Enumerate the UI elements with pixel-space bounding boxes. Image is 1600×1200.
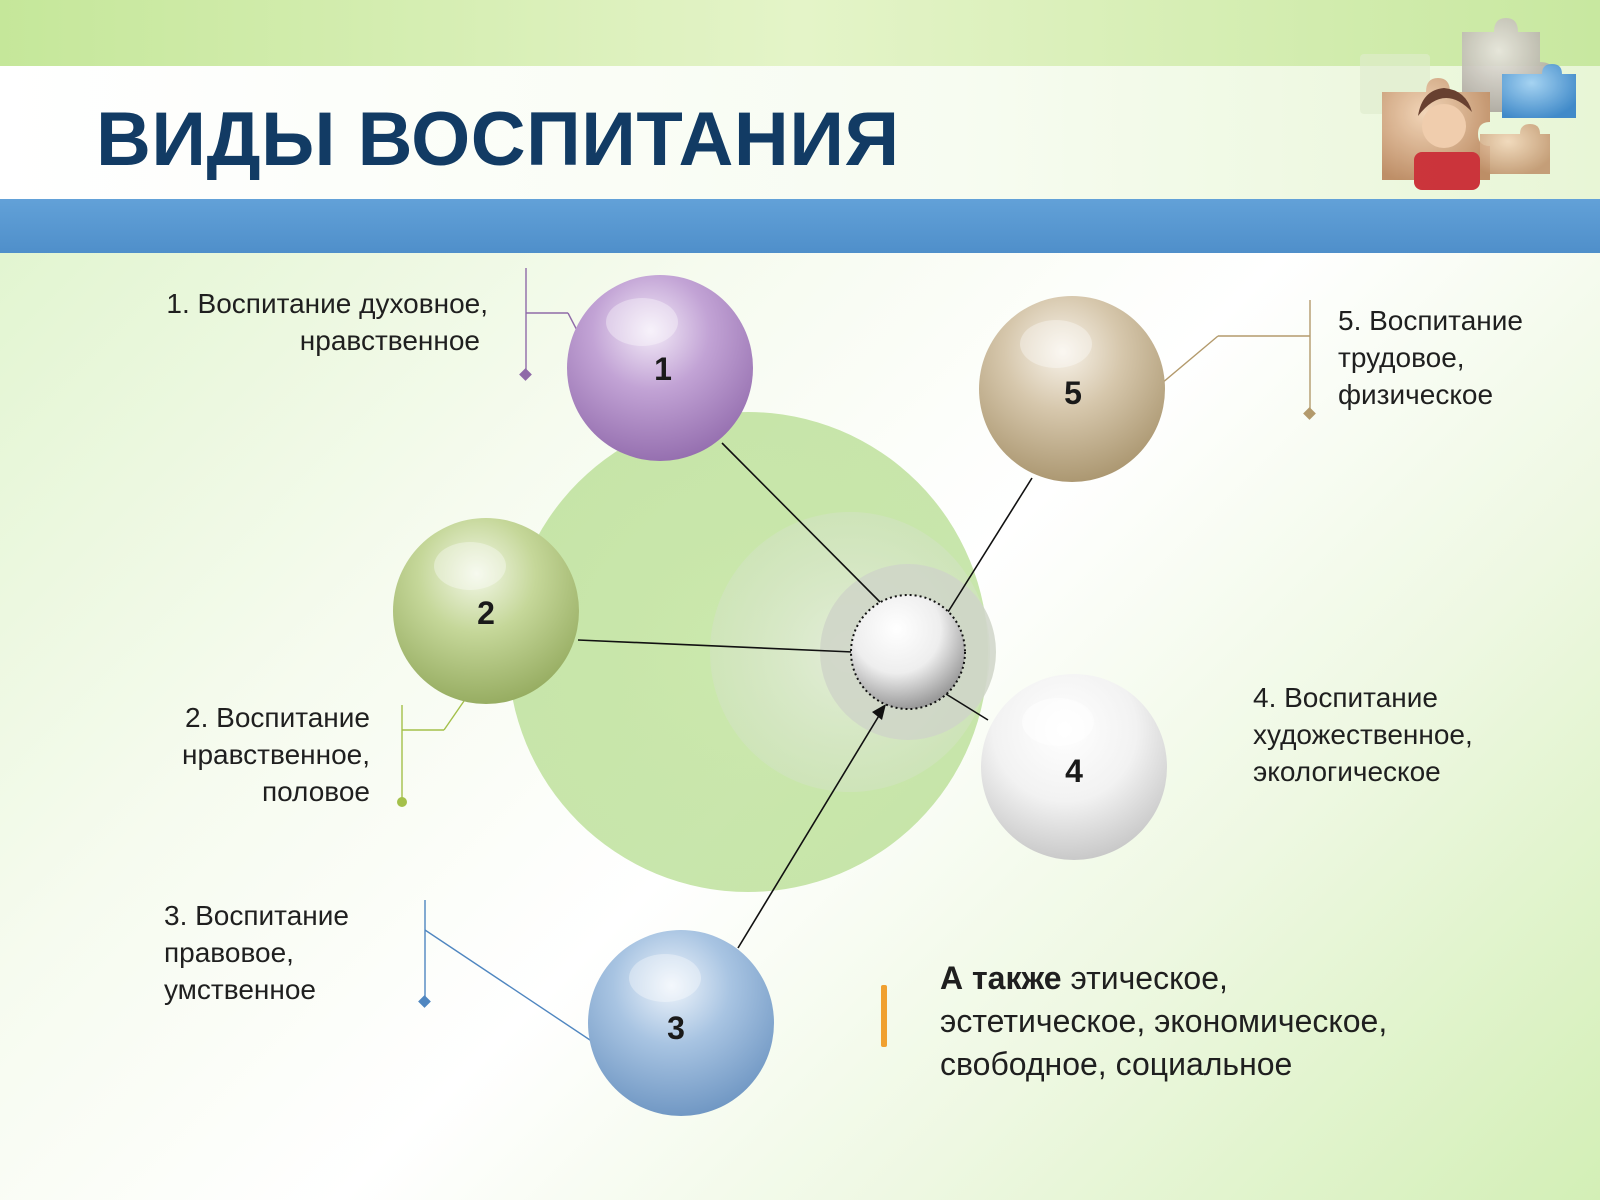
label-2-line-3: половое (261, 776, 370, 807)
label-2-line-2: нравственное, (182, 739, 370, 770)
note-text: А также этическое, эстетическое, экономи… (940, 957, 1387, 1086)
ball-node-2: 2 (393, 518, 579, 704)
label-node-3: 3. Воспитание правовое, умственное (164, 897, 349, 1008)
label-1-line-2: нравственное (299, 325, 480, 356)
connector-2 (577, 639, 854, 653)
ball-number-4: 4 (1065, 753, 1083, 789)
label-3-line-2: правовое, (164, 937, 294, 968)
connector-3 (737, 713, 881, 949)
ball-node-4: 4 (981, 674, 1167, 860)
note-line-2: эстетическое, экономическое, (940, 1003, 1388, 1039)
label-4-line-1: 4. Воспитание (1253, 682, 1438, 713)
ball-node-5: 5 (979, 296, 1165, 482)
note-line-3: свободное, социальное (940, 1046, 1293, 1082)
connector-3-arrowhead (872, 704, 886, 720)
label-4-line-3: экологическое (1253, 756, 1441, 787)
connector-4 (945, 693, 989, 721)
hub-dotted-ring (850, 594, 966, 710)
ball-number-5: 5 (1064, 375, 1082, 411)
label-5-line-3: физическое (1338, 379, 1494, 410)
label-node-5: 5. Воспитание трудовое, физическое (1338, 302, 1523, 413)
label-1-line-1: 1. Воспитание духовное, (166, 288, 488, 319)
hub-ball (851, 595, 965, 709)
slide-title: ВИДЫ ВОСПИТАНИЯ (96, 97, 900, 182)
label-3-line-3: умственное (164, 974, 316, 1005)
ball-node-1: 1 (567, 275, 753, 461)
label-3-line-1: 3. Воспитание (164, 900, 349, 931)
label-2-line-1: 2. Воспитание (185, 702, 370, 733)
label-5-line-1: 5. Воспитание (1338, 305, 1523, 336)
ball-node-3: 3 (588, 930, 774, 1116)
ball-number-2: 2 (477, 595, 495, 631)
header-blue-bar (0, 199, 1600, 253)
label-node-1: 1. Воспитание духовное, нравственное (166, 285, 488, 359)
puzzle-illustration (1360, 18, 1576, 190)
ball-number-3: 3 (667, 1010, 685, 1046)
label-node-2: 2. Воспитание нравственное, половое (182, 699, 370, 810)
ball-number-1: 1 (654, 351, 672, 387)
leader-3 (418, 900, 619, 1063)
label-4-line-2: художественное, (1253, 719, 1473, 750)
note-line-1: этическое, (1061, 960, 1228, 996)
note-bold-lead: А также (940, 960, 1062, 996)
label-5-line-2: трудовое, (1338, 342, 1465, 373)
connector-5 (947, 477, 1033, 613)
note-accent-bar (881, 985, 887, 1047)
connector-1 (721, 442, 881, 603)
header-band (0, 66, 1600, 199)
label-node-4: 4. Воспитание художественное, экологичес… (1253, 679, 1473, 790)
top-decor-strip (0, 0, 1600, 66)
